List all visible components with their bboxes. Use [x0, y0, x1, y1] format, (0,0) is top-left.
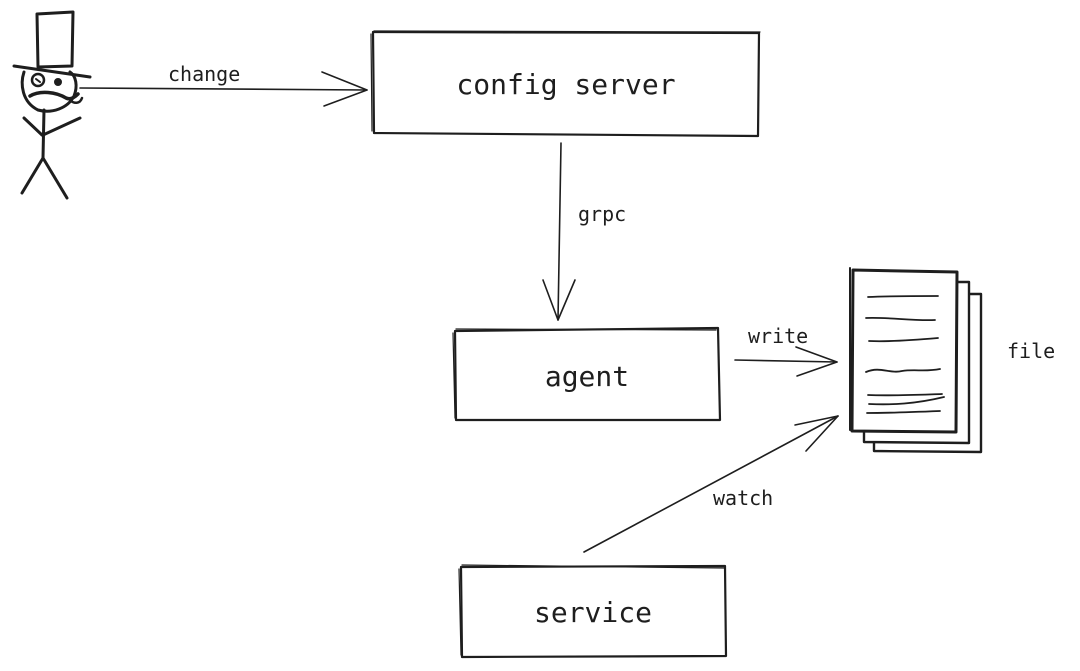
- edge-label-watch: watch: [713, 486, 773, 510]
- edge-label-grpc: grpc: [578, 202, 626, 226]
- write-arrow: [734, 346, 838, 377]
- agent-label: agent: [545, 360, 629, 393]
- change-arrow: [79, 71, 368, 107]
- service-box[interactable]: [458, 564, 728, 659]
- document-stack-icon: [849, 267, 983, 454]
- config-server-box[interactable]: [370, 30, 761, 138]
- edge-label-write: write: [748, 324, 808, 348]
- watch-arrow: [583, 415, 839, 553]
- agent-box[interactable]: [452, 326, 722, 422]
- grpc-arrow: [542, 142, 576, 321]
- config-server-label: config server: [456, 68, 675, 101]
- service-label: service: [534, 596, 652, 629]
- file-label: file: [1007, 339, 1055, 363]
- edge-label-change: change: [168, 62, 240, 86]
- person-top-hat-icon: [12, 10, 92, 200]
